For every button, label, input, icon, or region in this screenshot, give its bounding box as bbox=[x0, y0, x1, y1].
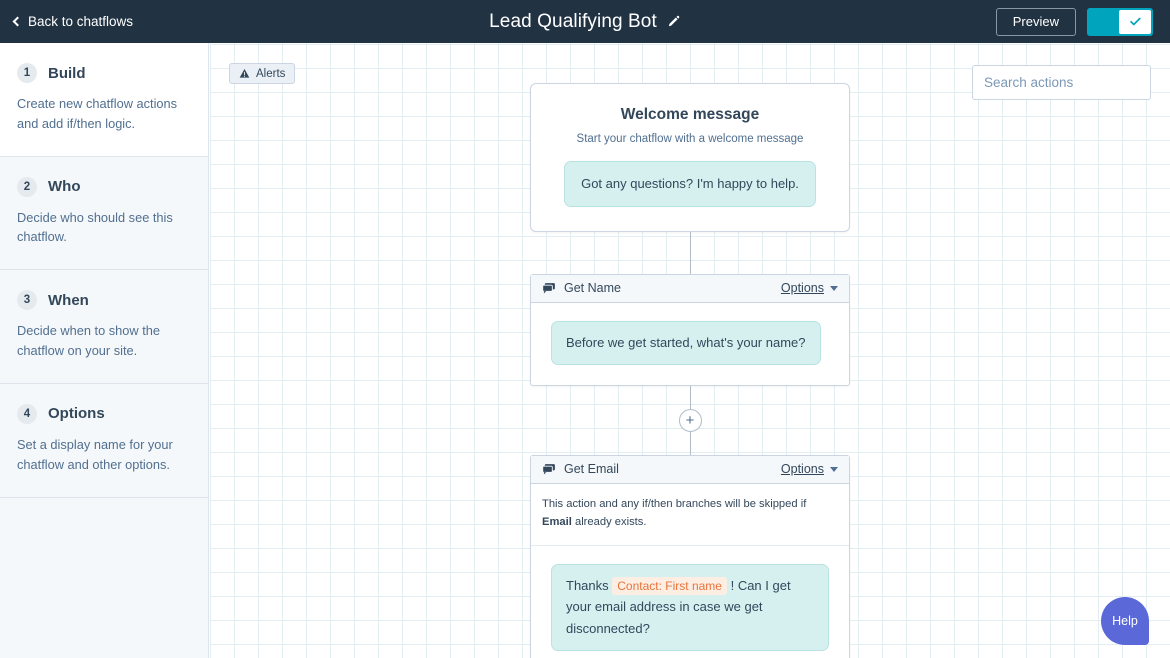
skip-notice-property: Email bbox=[542, 516, 572, 529]
page-title: Lead Qualifying Bot bbox=[489, 10, 657, 32]
card-title: Get Email bbox=[564, 462, 619, 477]
options-label: Options bbox=[780, 462, 824, 477]
step-title: Build bbox=[48, 64, 86, 82]
get-name-card[interactable]: Get Name Options Before we get started, … bbox=[530, 273, 850, 386]
step-description: Create new chatflow actions and add if/t… bbox=[17, 96, 178, 131]
get-email-message-bubble[interactable]: Thanks Contact: First name ! Can I get y… bbox=[551, 563, 829, 652]
alerts-button[interactable]: Alerts bbox=[229, 63, 296, 84]
chevron-down-icon bbox=[830, 285, 838, 291]
sidebar-step-who[interactable]: 2 Who Decide who should see this chatflo… bbox=[0, 157, 208, 271]
chatflow-enabled-toggle[interactable] bbox=[1087, 7, 1153, 36]
chevron-down-icon bbox=[830, 466, 838, 472]
card-header-left: Get Name bbox=[542, 281, 621, 295]
chevron-left-icon bbox=[12, 16, 23, 26]
steps-sidebar: 1 Build Create new chatflow actions and … bbox=[0, 43, 209, 658]
card-header-left: Get Email bbox=[542, 462, 619, 476]
card-body: Before we get started, what's your name? bbox=[531, 303, 849, 385]
skip-notice-text-1: This action and any if/then branches wil… bbox=[542, 497, 807, 510]
step-number-badge: 2 bbox=[17, 176, 37, 197]
get-email-card[interactable]: Get Email Options This action and any if… bbox=[530, 454, 850, 658]
sidebar-step-build[interactable]: 1 Build Create new chatflow actions and … bbox=[0, 43, 208, 157]
top-bar: Back to chatflows Lead Qualifying Bot Pr… bbox=[0, 0, 1170, 43]
step-header: 3 When bbox=[17, 290, 191, 311]
back-to-chatflows-link[interactable]: Back to chatflows bbox=[12, 14, 134, 29]
chat-bubbles-icon bbox=[542, 463, 555, 475]
step-description: Set a display name for your chatflow and… bbox=[17, 436, 173, 472]
card-header: Get Name Options bbox=[531, 274, 849, 303]
step-number-badge: 1 bbox=[17, 63, 37, 83]
step-header: 2 Who bbox=[17, 176, 191, 197]
get-name-message-bubble[interactable]: Before we get started, what's your name? bbox=[551, 320, 821, 365]
skip-notice-text-2: already exists. bbox=[571, 516, 647, 529]
options-label: Options bbox=[780, 281, 824, 296]
top-bar-actions: Preview bbox=[995, 7, 1153, 36]
preview-button[interactable]: Preview bbox=[995, 7, 1076, 36]
page-title-group: Lead Qualifying Bot bbox=[0, 11, 1170, 33]
welcome-title: Welcome message bbox=[620, 106, 760, 123]
chat-bubbles-icon bbox=[542, 282, 555, 294]
bubble-text-1: Thanks bbox=[566, 577, 609, 593]
search-actions-box[interactable] bbox=[972, 65, 1161, 100]
step-description: Decide who should see this chatflow. bbox=[17, 209, 173, 245]
step-header: 4 Options bbox=[17, 403, 191, 424]
alerts-label: Alerts bbox=[256, 67, 286, 80]
step-title: Options bbox=[48, 405, 105, 423]
step-number-badge: 3 bbox=[17, 290, 37, 311]
add-action-button[interactable]: + bbox=[678, 408, 702, 432]
warning-triangle-icon bbox=[239, 69, 250, 78]
sidebar-step-options[interactable]: 4 Options Set a display name for your ch… bbox=[0, 384, 208, 498]
card-title: Get Name bbox=[564, 281, 621, 296]
chatflow-graph: Welcome message Start your chatflow with… bbox=[530, 83, 850, 658]
get-name-options-link[interactable]: Options bbox=[781, 281, 838, 295]
welcome-subtitle: Start your chatflow with a welcome messa… bbox=[576, 133, 804, 145]
back-to-chatflows-label: Back to chatflows bbox=[28, 14, 134, 29]
pencil-icon[interactable] bbox=[667, 15, 681, 29]
connector-line bbox=[689, 385, 691, 409]
step-title: When bbox=[48, 291, 89, 309]
personalization-token[interactable]: Contact: First name bbox=[612, 576, 727, 595]
toggle-knob bbox=[1119, 9, 1151, 34]
skip-notice: This action and any if/then branches wil… bbox=[531, 484, 849, 546]
card-header: Get Email Options bbox=[531, 455, 849, 484]
check-icon bbox=[1129, 17, 1141, 26]
bubble-text-2: ! Can I get your email address in case w… bbox=[566, 577, 791, 637]
step-header: 1 Build bbox=[17, 63, 191, 83]
connector-line bbox=[689, 431, 691, 455]
step-number-badge: 4 bbox=[17, 403, 37, 424]
sidebar-step-when[interactable]: 3 When Decide when to show the chatflow … bbox=[0, 270, 208, 384]
welcome-message-card[interactable]: Welcome message Start your chatflow with… bbox=[530, 83, 850, 232]
flow-canvas[interactable]: Alerts Welcome message Start your chatfl… bbox=[210, 43, 1170, 658]
step-title: Who bbox=[48, 178, 81, 196]
card-body: Thanks Contact: First name ! Can I get y… bbox=[531, 546, 849, 658]
step-description: Decide when to show the chatflow on your… bbox=[17, 323, 160, 359]
welcome-message-bubble[interactable]: Got any questions? I'm happy to help. bbox=[564, 161, 816, 207]
help-button[interactable]: Help bbox=[1101, 597, 1149, 645]
search-input[interactable] bbox=[984, 75, 1161, 90]
connector-line bbox=[689, 231, 691, 274]
get-email-options-link[interactable]: Options bbox=[781, 462, 838, 476]
